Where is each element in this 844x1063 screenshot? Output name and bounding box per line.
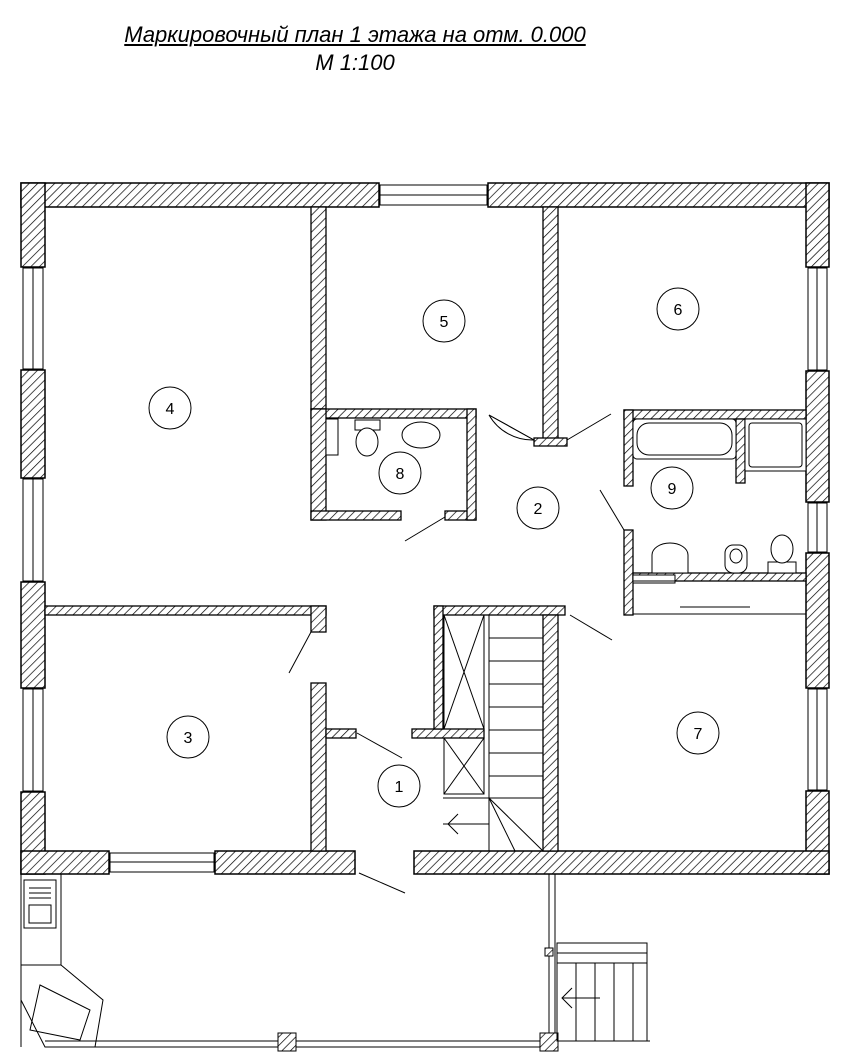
room-number: 2 <box>534 501 543 518</box>
room-number: 1 <box>395 779 404 796</box>
plan-scale: М 1:100 <box>315 50 395 75</box>
room-number: 6 <box>674 302 683 319</box>
room-number: 7 <box>694 726 703 743</box>
closets <box>443 614 485 795</box>
plan-title: Маркировочный план 1 этажа на отм. 0.000… <box>0 20 710 76</box>
room-number: 4 <box>166 401 175 418</box>
interior-stairs <box>443 614 544 852</box>
doors <box>288 413 625 894</box>
plan-title-main: Маркировочный план 1 этажа на отм. 0.000 <box>124 22 586 47</box>
terrace <box>20 874 650 1052</box>
room-marker-7: 7 <box>676 711 720 755</box>
room-marker-8: 8 <box>378 451 422 495</box>
windows <box>22 184 828 873</box>
room-marker-4: 4 <box>148 386 192 430</box>
sanitary-fixtures <box>325 418 807 615</box>
interior-walls <box>44 206 807 852</box>
exterior-stairs <box>556 942 648 1042</box>
room-marker-1: 1 <box>377 764 421 808</box>
room-marker-2: 2 <box>516 486 560 530</box>
room-marker-9: 9 <box>650 466 694 510</box>
room-number: 8 <box>396 466 405 483</box>
room-marker-6: 6 <box>656 287 700 331</box>
exterior-walls <box>20 182 830 875</box>
room-number: 5 <box>440 314 449 331</box>
room-number: 9 <box>668 481 677 498</box>
room-marker-5: 5 <box>422 299 466 343</box>
room-marker-3: 3 <box>166 715 210 759</box>
room-number: 3 <box>184 730 193 747</box>
